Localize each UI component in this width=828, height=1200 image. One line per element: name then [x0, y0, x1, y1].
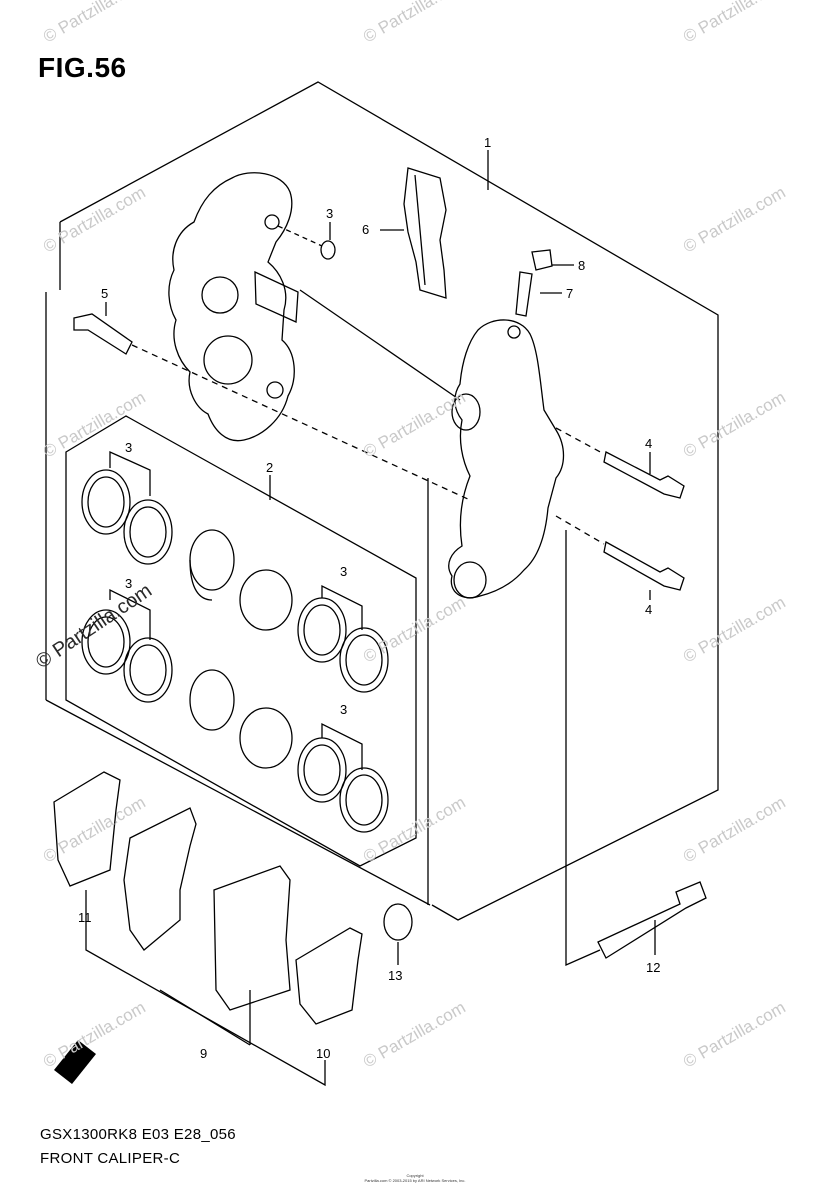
callout-4-upper: 4 [645, 436, 652, 451]
seal-top [320, 240, 336, 260]
piston-1 [189, 529, 235, 601]
callout-4-lower: 4 [645, 602, 652, 617]
bolt-4-lower-axis [555, 515, 605, 545]
assembly-outline [59, 81, 719, 921]
callout-7: 7 [566, 286, 573, 301]
bracket-3c [321, 584, 363, 630]
bolt-4-upper [603, 451, 685, 499]
copyright-line-2: Partzilla.com © 2003-2015 by ARI Network… [364, 1178, 466, 1183]
caliper-join-line [299, 289, 461, 401]
fwd-arrow-icon: FWD [54, 1040, 96, 1084]
caliper-outer-half [448, 319, 565, 599]
piston-4 [239, 707, 293, 769]
caliper-bridge [254, 270, 299, 323]
figure-title: FIG.56 [38, 52, 127, 83]
caliper-hole-2 [266, 381, 284, 399]
bleeder-cap [531, 249, 553, 271]
brake-pad-front [123, 807, 197, 951]
seal-ring-1 [81, 469, 131, 535]
callout-3-c: 3 [340, 564, 347, 579]
piston-3 [189, 669, 235, 731]
caliper-inner-half [168, 172, 295, 442]
callout-12: 12 [646, 960, 660, 975]
callout-5: 5 [101, 286, 108, 301]
bracket-3d [321, 722, 363, 770]
seal-ring-2 [123, 499, 173, 565]
callout-9: 9 [200, 1046, 207, 1061]
callout-13: 13 [388, 968, 402, 983]
seal-ring-7 [297, 737, 347, 803]
assembly-name: FRONT CALIPER-C [40, 1150, 181, 1167]
bracket-3a [109, 450, 151, 496]
bleeder-seat [507, 325, 521, 339]
copyright-notice: Copyright Partzilla.com © 2003-2015 by A… [345, 1173, 485, 1183]
caliper-hole-1 [264, 214, 280, 230]
caliper-port-top [451, 393, 481, 431]
piston-bore-1 [201, 276, 239, 314]
bolt-5-axis [131, 344, 471, 501]
pad-bracket-inner [159, 989, 251, 1046]
pad-shim-10 [295, 927, 363, 1025]
callout-8: 8 [578, 258, 585, 273]
pad-shim-11 [53, 771, 121, 887]
pad-spring-rib [414, 174, 426, 286]
piston-2 [239, 569, 293, 631]
callout-labels: 1 2 3 3 3 3 3 4 4 5 6 7 8 9 10 11 12 13 [78, 135, 660, 1061]
bleeder-valve [515, 271, 533, 317]
copyright-line-1: Copyright [406, 1173, 424, 1178]
guide-line-b [565, 530, 601, 966]
seal-ring-3 [81, 609, 131, 675]
bracket-3b [109, 588, 151, 640]
bolt-4-upper-axis [555, 427, 605, 455]
callout-10: 10 [316, 1046, 330, 1061]
seal-top-axis [277, 225, 323, 247]
callout-3-top: 3 [326, 206, 333, 221]
caliper-port-bottom [453, 561, 487, 599]
bolt-4-lower [603, 540, 685, 591]
brake-pad-rear [213, 865, 291, 1011]
assembly-outline-bottom [45, 699, 431, 906]
bolt-12 [597, 881, 707, 959]
callout-3-a: 3 [125, 440, 132, 455]
bushing-13 [383, 903, 413, 941]
callout-2: 2 [266, 460, 273, 475]
callout-3-b: 3 [125, 576, 132, 591]
callout-3-d: 3 [340, 702, 347, 717]
callout-6: 6 [362, 222, 369, 237]
model-code: GSX1300RK8 E03 E28_056 [40, 1126, 236, 1143]
seal-ring-4 [123, 637, 173, 703]
seal-ring-6 [339, 627, 389, 693]
bolt-5 [73, 313, 133, 355]
seal-ring-5 [297, 597, 347, 663]
callout-1: 1 [484, 135, 491, 150]
piston-bore-2 [203, 335, 253, 385]
piston-kit-box [65, 415, 417, 867]
pad-spring [403, 167, 447, 299]
callout-11: 11 [78, 910, 92, 925]
seal-ring-8 [339, 767, 389, 833]
